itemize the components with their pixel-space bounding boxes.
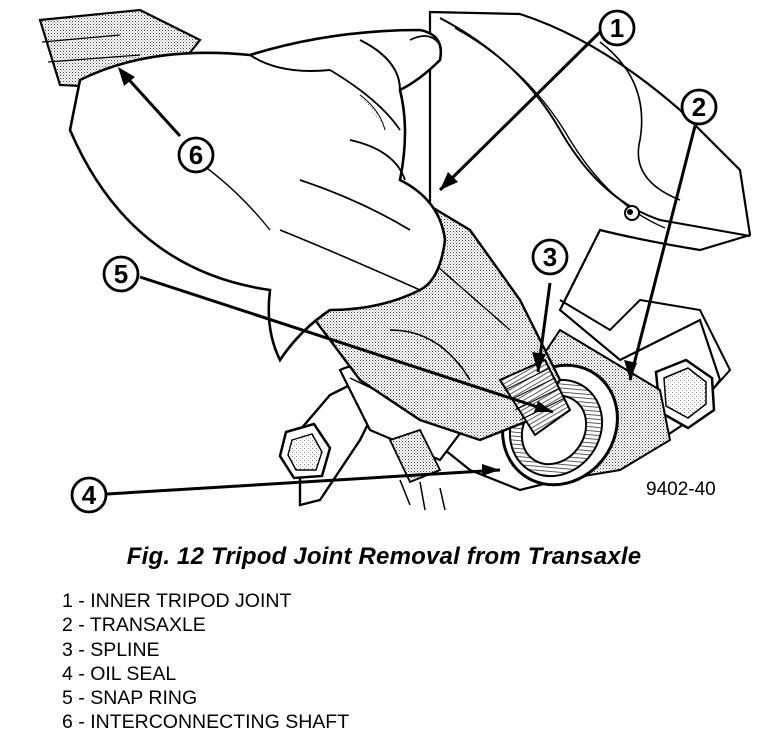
- legend-label: TRANSAXLE: [89, 614, 206, 637]
- legend-item: 4 - OIL SEAL: [62, 662, 349, 686]
- callout-3: 3: [531, 238, 569, 276]
- legend-label: OIL SEAL: [90, 662, 177, 685]
- legend-number: 6: [62, 711, 73, 734]
- legend-separator: -: [72, 662, 91, 685]
- legend-item: 6 - INTERCONNECTING SHAFT: [62, 710, 349, 734]
- legend-separator: -: [72, 687, 91, 710]
- hand: [68, 28, 447, 363]
- callout-5: 5: [102, 255, 140, 293]
- legend-item: 5 - SNAP RING: [62, 686, 349, 710]
- figure-caption: Fig. 12 Tripod Joint Removal from Transa…: [126, 543, 642, 570]
- spline: [498, 358, 572, 437]
- leader-line-6: [120, 70, 182, 138]
- legend-number: 2: [62, 614, 73, 637]
- tripod-joint-illustration: 1 2 3 4 5 6 9402-40: [38, 8, 752, 514]
- callout-1: 1: [598, 9, 636, 47]
- leader-arrowheads: [118, 67, 637, 476]
- legend-item: 2 - TRANSAXLE: [62, 613, 349, 637]
- legend-number: 5: [62, 687, 73, 710]
- legend: 1 - INNER TRIPOD JOINT 2 - TRANSAXLE 3 -…: [62, 589, 349, 735]
- legend-label: SPLINE: [90, 638, 160, 661]
- legend-separator: -: [72, 590, 91, 612]
- leader-line-1: [438, 30, 602, 192]
- callout-6-label: 6: [189, 140, 203, 170]
- legend-item: 1 - INNER TRIPOD JOINT: [62, 589, 349, 613]
- legend-label: INNER TRIPOD JOINT: [90, 590, 292, 612]
- leader-line-5: [139, 275, 554, 414]
- callout-4-label: 4: [82, 480, 97, 510]
- callout-4: 4: [70, 476, 108, 514]
- control-arm: [278, 364, 472, 511]
- legend-number: 3: [62, 638, 73, 661]
- figure-code: 9402-40: [646, 479, 716, 500]
- callout-2-label: 2: [692, 92, 706, 122]
- legend-label: SNAP RING: [90, 687, 198, 710]
- legend-separator: -: [72, 711, 91, 734]
- leader-line-2: [628, 125, 697, 381]
- callout-3-label: 3: [543, 242, 557, 272]
- callout-1-label: 1: [610, 13, 624, 43]
- callout-5-label: 5: [114, 259, 128, 289]
- callout-2: 2: [680, 88, 718, 126]
- legend-number: 4: [62, 662, 73, 685]
- legend-item: 3 - SPLINE: [62, 638, 349, 662]
- legend-separator: -: [72, 614, 90, 637]
- legend-label: INTERCONNECTING SHAFT: [90, 711, 350, 734]
- transaxle-bolt: [654, 358, 716, 430]
- legend-number: 1: [62, 590, 73, 612]
- leader-line-4: [106, 468, 501, 496]
- legend-separator: -: [72, 638, 91, 661]
- callout-6: 6: [177, 136, 215, 174]
